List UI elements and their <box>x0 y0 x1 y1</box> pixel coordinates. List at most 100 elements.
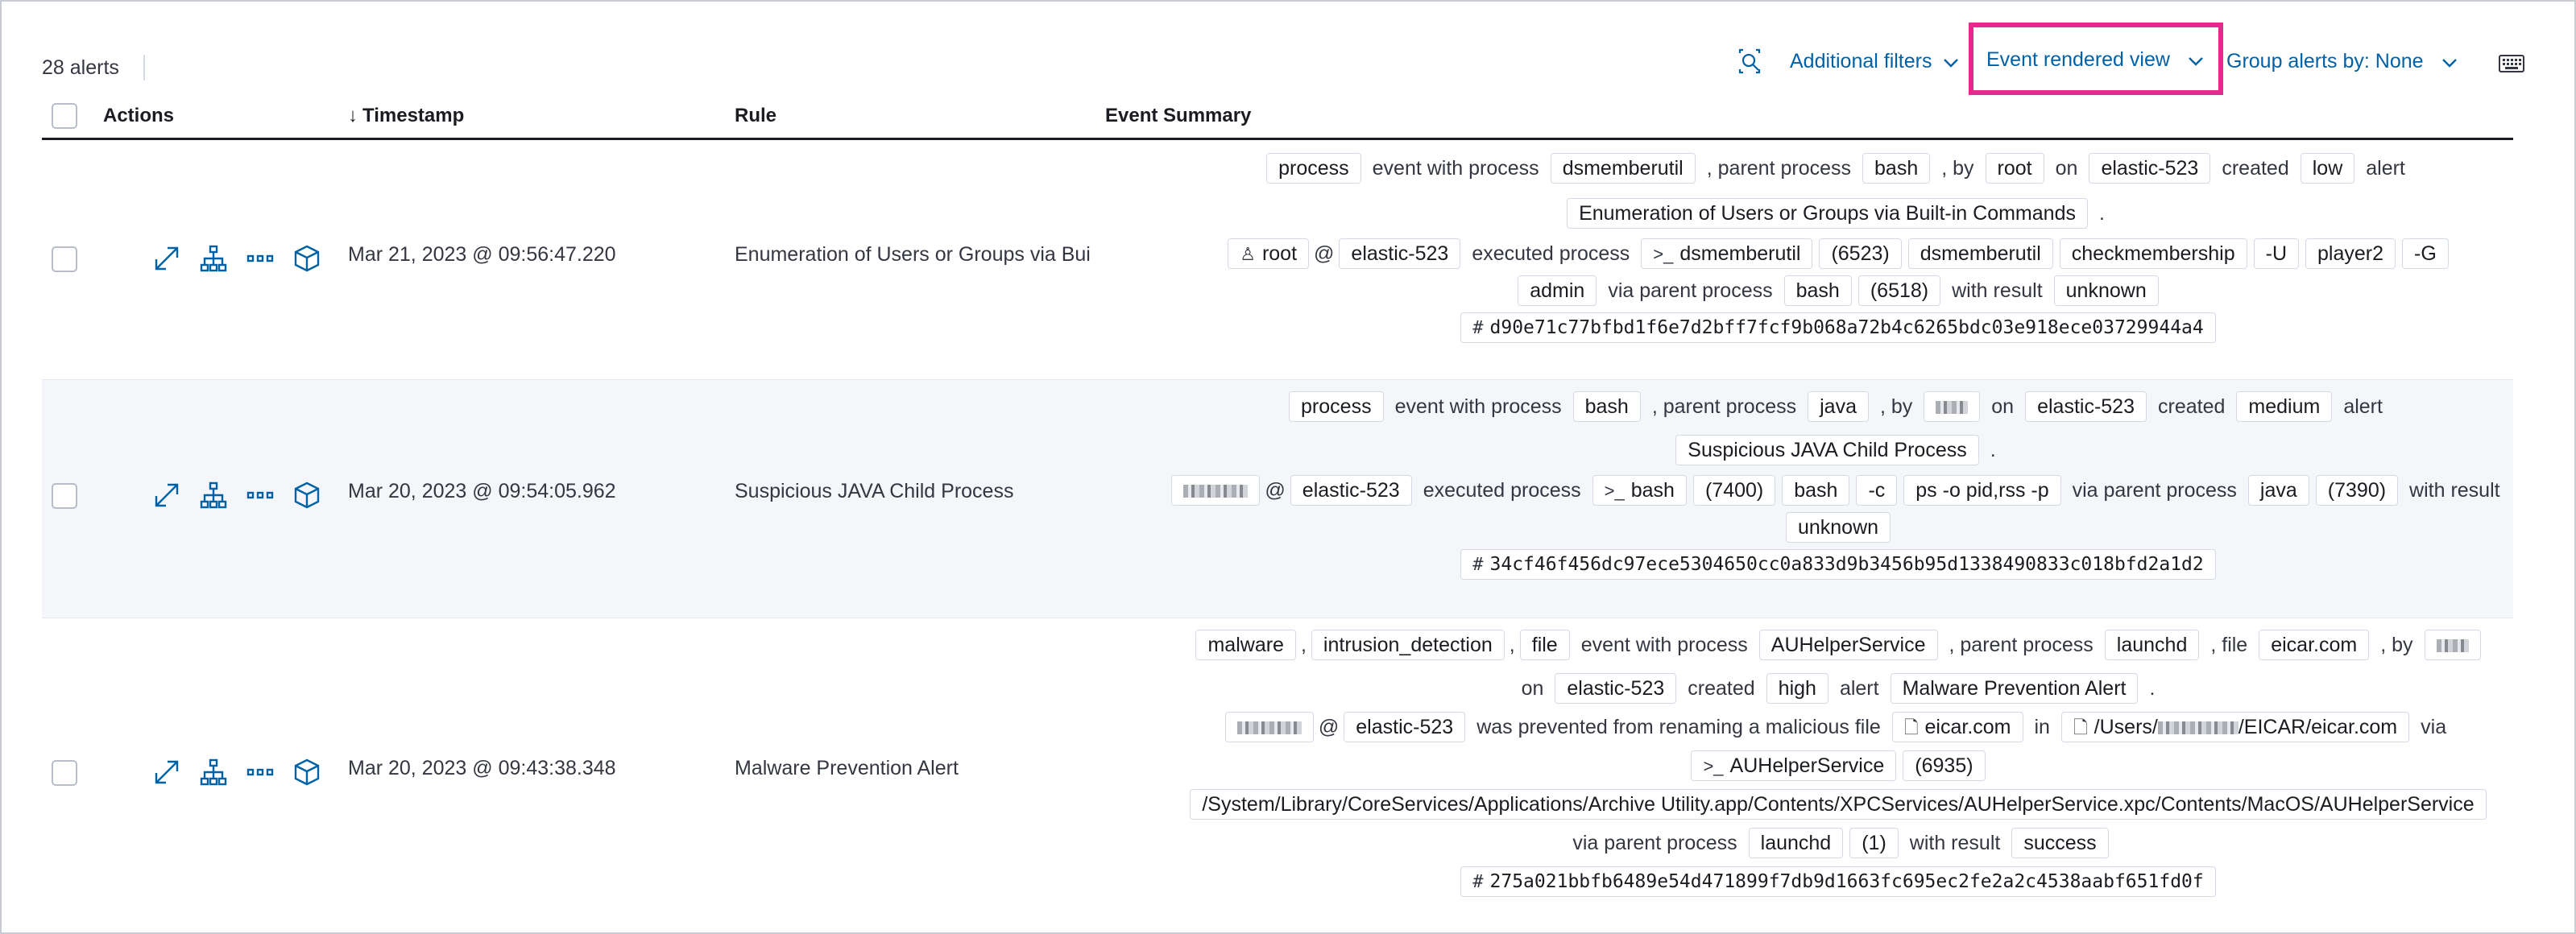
badge[interactable]: elastic-523 <box>2089 153 2211 184</box>
table-row: Mar 20, 2023 @ 09:43:38.348 Malware Prev… <box>42 618 2513 934</box>
badge[interactable]: unknown <box>1785 512 1891 543</box>
timestamp: Mar 21, 2023 @ 09:56:47.220 <box>348 243 616 266</box>
badge[interactable]: (6523) <box>1819 238 1902 269</box>
badge[interactable]: 🗋eicar.com <box>1891 712 2023 742</box>
badge[interactable]: player2 <box>2305 238 2396 269</box>
badge[interactable]: java <box>2247 475 2309 506</box>
analyze-tree-icon[interactable] <box>200 758 227 786</box>
badge[interactable]: ♙root <box>1228 238 1310 269</box>
inspect-icon[interactable] <box>1735 45 1764 77</box>
badge[interactable]: Enumeration of Users or Groups via Built… <box>1567 198 2088 229</box>
badge[interactable]: low <box>2300 153 2355 184</box>
hash-value: 275a021bbfb6489e54d471899f7db9d1663fc695… <box>1489 871 2204 892</box>
redacted-badge[interactable] <box>1171 475 1261 506</box>
column-timestamp[interactable]: ↓Timestamp <box>348 105 464 127</box>
badge[interactable]: checkmembership <box>2059 238 2247 269</box>
redacted-value <box>1236 721 1302 735</box>
row-checkbox[interactable] <box>52 483 77 509</box>
badge[interactable]: dsmemberutil <box>1550 153 1696 184</box>
analyze-tree-icon[interactable] <box>200 481 227 509</box>
analyze-tree-icon[interactable] <box>200 245 227 272</box>
badge[interactable]: medium <box>2236 391 2333 422</box>
more-actions-icon[interactable] <box>246 481 274 509</box>
badge[interactable]: -U <box>2253 238 2300 269</box>
session-view-icon[interactable] <box>293 758 321 786</box>
badge[interactable]: bash <box>1572 391 1641 422</box>
badge[interactable]: bash <box>1782 475 1850 506</box>
session-view-icon[interactable] <box>293 481 321 509</box>
event-view-selector[interactable]: Event rendered view <box>1986 43 2204 76</box>
expand-icon[interactable] <box>153 481 180 509</box>
badge[interactable]: Malware Prevention Alert <box>1890 673 2139 704</box>
badge[interactable]: success <box>2011 828 2109 858</box>
hash-badge[interactable]: #34cf46f456dc97ece5304650cc0a833d9b3456b… <box>1460 549 2216 580</box>
more-actions-icon[interactable] <box>246 245 274 272</box>
badge[interactable]: elastic-523 <box>1290 475 1412 506</box>
badge[interactable]: file <box>1519 630 1570 660</box>
summary-text: event with process <box>1394 395 1562 418</box>
badge[interactable]: AUHelperService <box>1758 630 1938 660</box>
badge[interactable]: launchd <box>2104 630 2200 660</box>
expand-icon[interactable] <box>153 758 180 786</box>
more-actions-icon[interactable] <box>246 758 274 786</box>
hash-badge[interactable]: #d90e71c77bfbd1f6e7d2bff7fcf9b068a72b4c6… <box>1460 312 2216 343</box>
badge[interactable]: intrusion_detection <box>1311 630 1505 660</box>
badge[interactable]: malware <box>1195 630 1296 660</box>
summary-text: , <box>1509 633 1515 656</box>
hash-value: d90e71c77bfbd1f6e7d2bff7fcf9b068a72b4c62… <box>1489 317 2204 338</box>
group-by-selector[interactable]: Group alerts by: None <box>2226 45 2458 77</box>
session-view-icon[interactable] <box>293 245 321 272</box>
badge[interactable]: process <box>1266 153 1361 184</box>
badge[interactable]: bash <box>1783 275 1852 306</box>
badge[interactable]: bash <box>1862 153 1931 184</box>
badge[interactable]: admin <box>1518 275 1597 306</box>
badge[interactable]: root <box>1985 153 2044 184</box>
expand-icon[interactable] <box>153 245 180 272</box>
select-all-checkbox[interactable] <box>52 103 77 129</box>
badge[interactable]: elastic-523 <box>1555 673 1677 704</box>
badge[interactable]: elastic-523 <box>2025 391 2147 422</box>
badge[interactable]: >_AUHelperService <box>1691 750 1897 781</box>
additional-filters-button[interactable]: Additional filters <box>1790 45 1959 77</box>
badge[interactable]: >_bash <box>1592 475 1687 506</box>
column-rule[interactable]: Rule <box>735 105 777 126</box>
badge[interactable]: unknown <box>2053 275 2159 306</box>
badge[interactable]: Suspicious JAVA Child Process <box>1675 435 1979 465</box>
summary-text: created <box>1688 676 1755 700</box>
badge[interactable]: /System/Library/CoreServices/Application… <box>1190 789 2487 820</box>
badge[interactable]: (1) <box>1849 828 1899 858</box>
badge[interactable]: high <box>1766 673 1828 704</box>
badge[interactable]: (7390) <box>2315 475 2399 506</box>
badge[interactable]: elastic-523 <box>1339 238 1461 269</box>
row-checkbox[interactable] <box>52 760 77 786</box>
summary-text: via parent process <box>1608 279 1773 302</box>
hash-badge[interactable]: #275a021bbfb6489e54d471899f7db9d1663fc69… <box>1460 866 2216 897</box>
rule-name[interactable]: Suspicious JAVA Child Process <box>735 480 1014 502</box>
badge[interactable]: elastic-523 <box>1344 712 1466 742</box>
rule-name[interactable]: Malware Prevention Alert <box>735 757 959 779</box>
summary-text: alert <box>1839 676 1879 700</box>
redacted-badge[interactable] <box>1224 712 1314 742</box>
summary-text: , parent process <box>1949 633 2094 656</box>
row-checkbox[interactable] <box>52 246 77 272</box>
rule-name[interactable]: Enumeration of Users or Groups via Bui <box>735 243 1091 266</box>
hash-icon: # <box>1472 555 1484 575</box>
redacted-badge[interactable] <box>1924 391 1981 422</box>
column-event-summary[interactable]: Event Summary <box>1105 105 1252 126</box>
badge[interactable]: process <box>1289 391 1384 422</box>
badge[interactable]: java <box>1808 391 1869 422</box>
badge[interactable]: 🗋/Users//EICAR/eicar.com <box>2060 712 2410 742</box>
badge[interactable]: -G <box>2402 238 2449 269</box>
badge[interactable]: (6935) <box>1903 750 1986 781</box>
badge[interactable]: dsmemberutil <box>1907 238 2053 269</box>
redacted-badge[interactable] <box>2424 630 2481 660</box>
badge[interactable]: launchd <box>1748 828 1844 858</box>
badge[interactable]: (6518) <box>1857 275 1941 306</box>
keyboard-shortcuts-icon[interactable] <box>2499 55 2524 72</box>
badge[interactable]: eicar.com <box>2259 630 2370 660</box>
badge[interactable]: >_dsmemberutil <box>1641 238 1813 269</box>
summary-text: . <box>2098 201 2105 225</box>
badge[interactable]: -c <box>1856 475 1898 506</box>
badge[interactable]: ps -o pid,rss -p <box>1903 475 2061 506</box>
badge[interactable]: (7400) <box>1692 475 1776 506</box>
